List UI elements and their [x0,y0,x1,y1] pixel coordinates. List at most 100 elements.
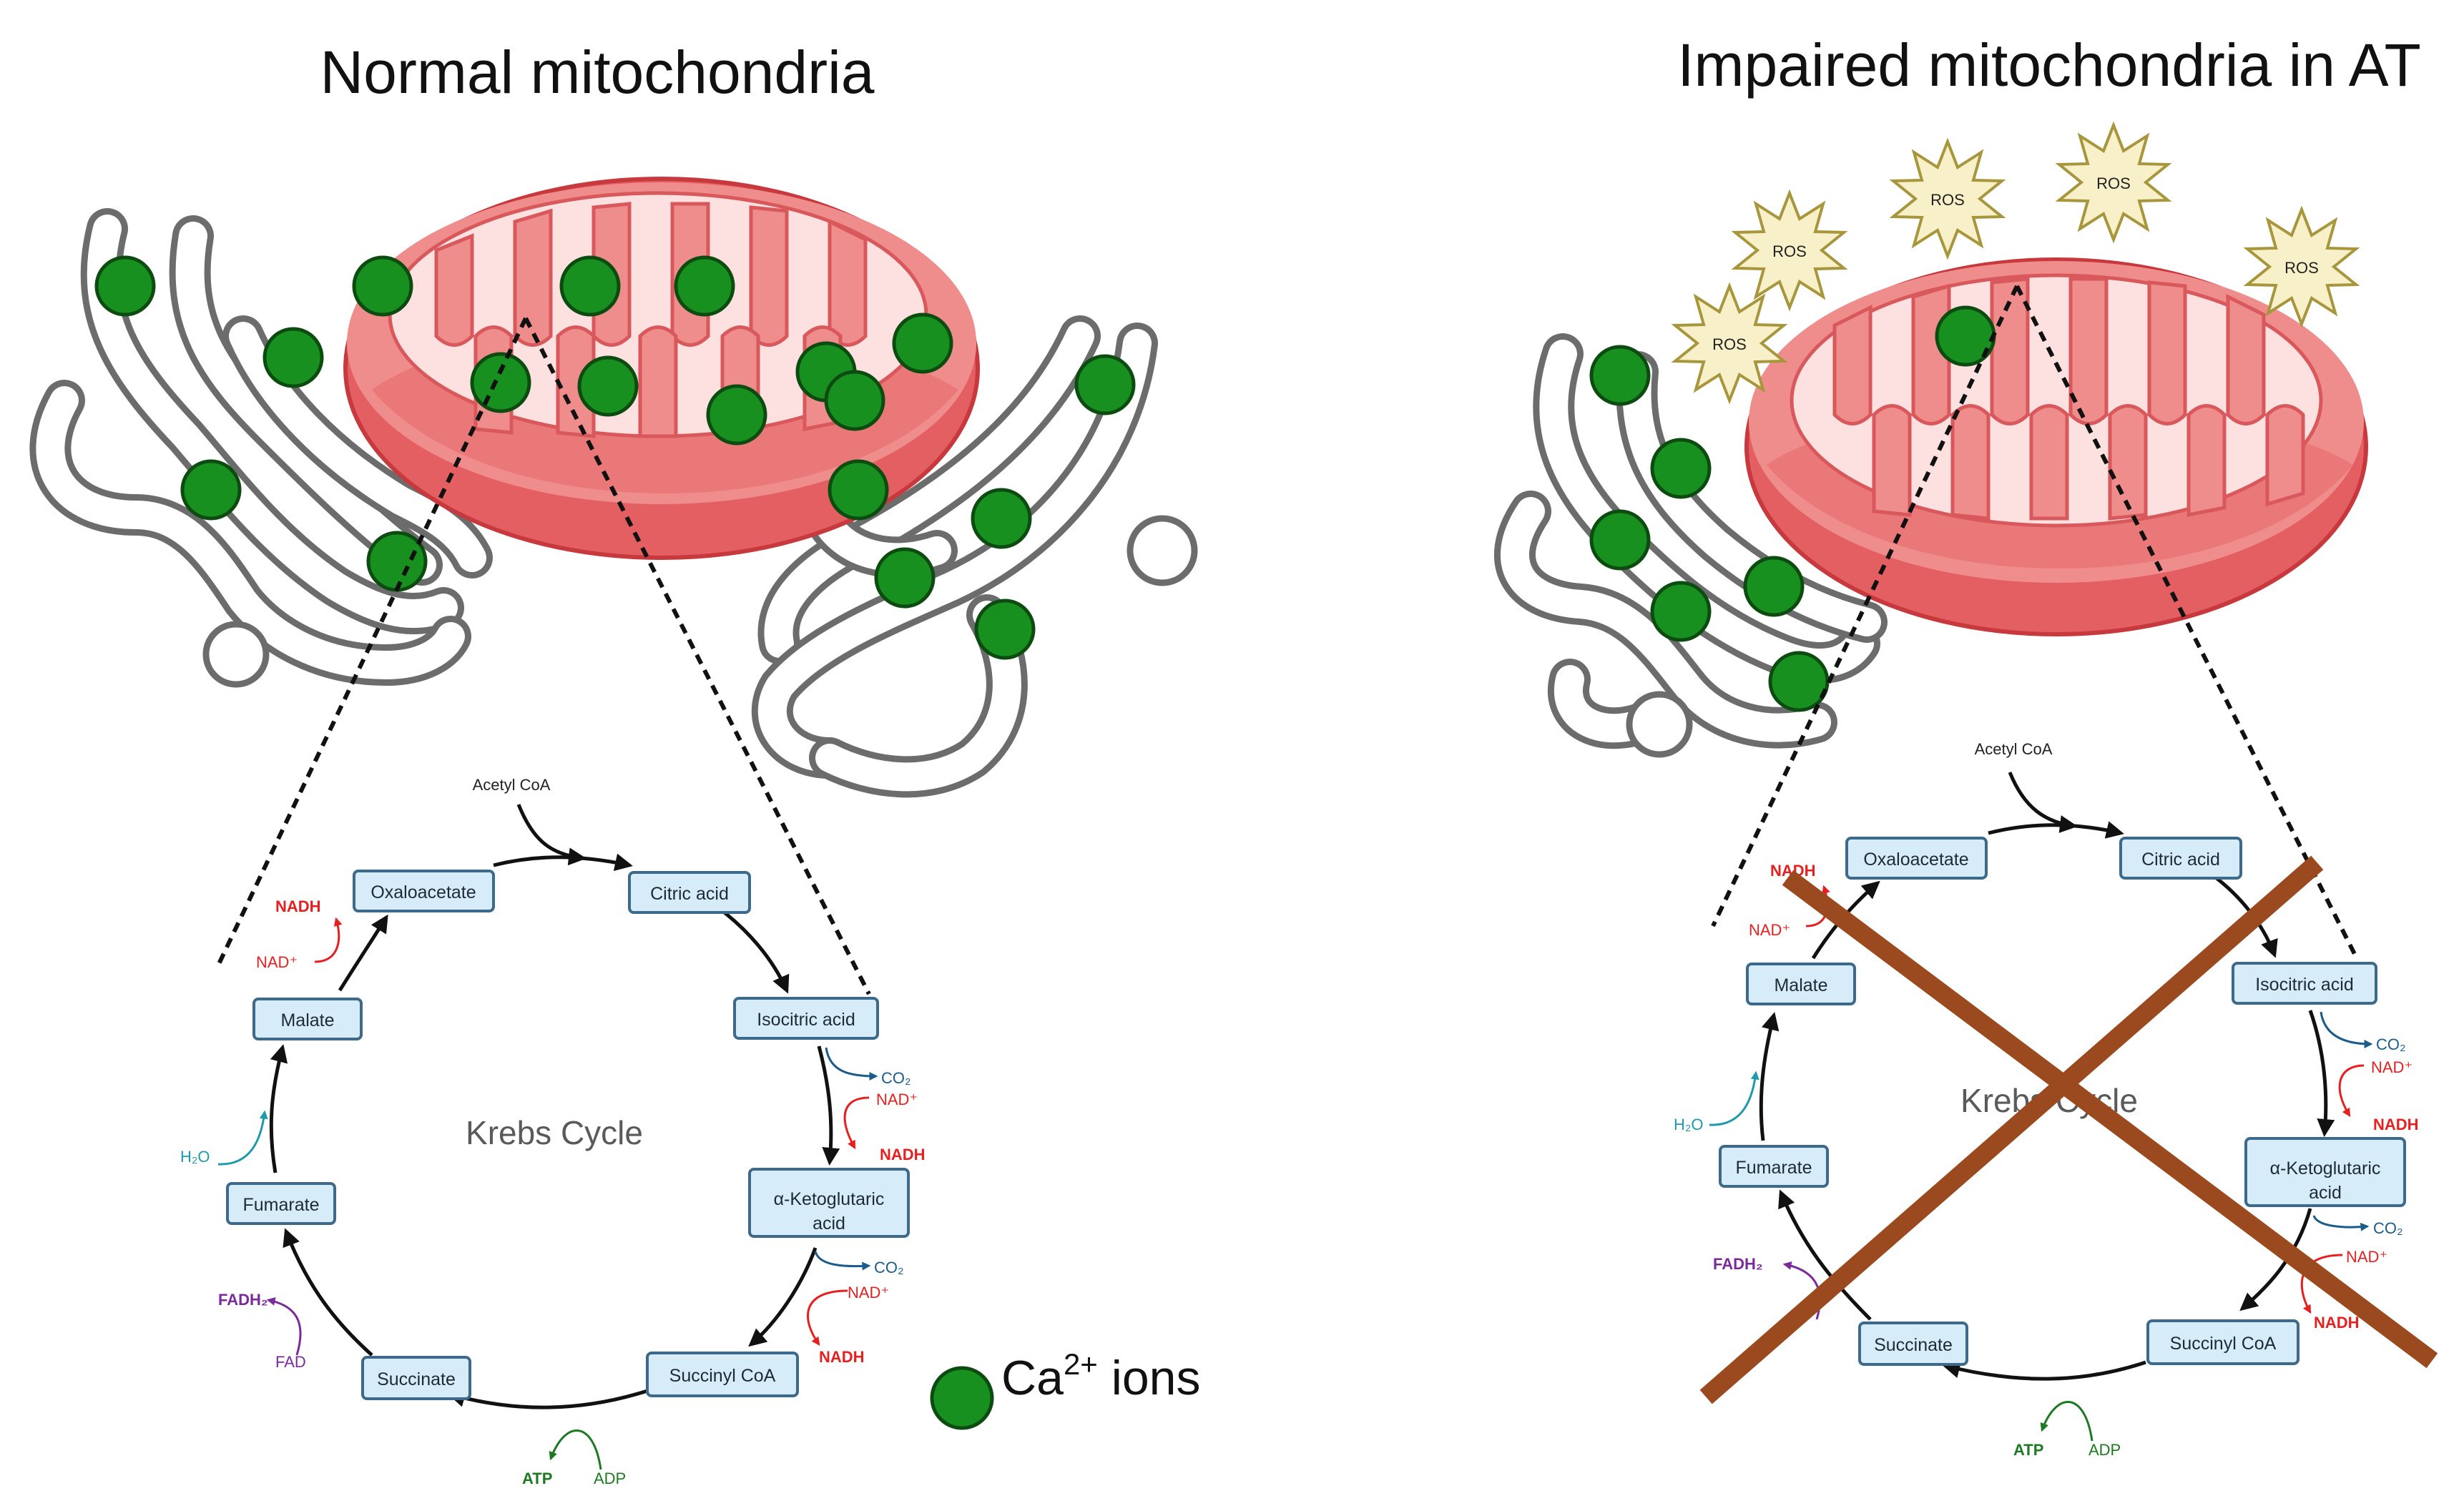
cofactor-atp: ATP [522,1470,552,1487]
krebs-cycle-arrows [1759,772,2335,1381]
calcium-ion [366,531,428,592]
cofactor-nad: NAD⁺ [2371,1058,2413,1076]
zoom-line [1711,285,2019,927]
panel-title: Normal mitochondria [320,39,875,106]
cofactor-arrows [217,917,878,1470]
cofactor-nad: NAD⁺ [1749,921,1790,939]
vesicle [1127,515,1198,586]
vesicle [202,621,270,688]
cofactor-nad: NAD⁺ [2346,1248,2387,1266]
calcium-ions-normal [94,255,1136,660]
ros-label: ROS [1930,191,1965,209]
calcium-ion [1650,581,1712,642]
ros-bursts: ROS ROS ROS ROS ROS [1671,121,2360,405]
calcium-ion [94,255,156,317]
calcium-ion [971,488,1032,549]
node-label: Citric acid [2141,850,2220,870]
panel-title: Impaired mitochondria in AT [1677,31,2421,99]
mitochondrion-impaired [1744,257,2368,636]
node-succinyl-coa: Succinyl CoA [2146,1319,2299,1365]
node-label: Malate [1774,975,1827,995]
ros-burst: ROS [1889,137,2006,260]
ros-label: ROS [1712,335,1747,353]
input-label: Acetyl CoA [1975,740,2053,758]
calcium-ion [824,370,885,431]
calcium-ion [828,459,889,521]
calcium-ion [262,327,324,388]
ros-label: ROS [2284,259,2319,277]
input-label: Acetyl CoA [473,776,551,794]
cofactor-atp: ATP [2013,1441,2043,1459]
calcium-ion [974,599,1036,660]
node-label: Malate [280,1010,334,1030]
zoom-line [524,317,871,995]
legend-calcium-icon [930,1366,994,1430]
cofactor-adp: ADP [594,1470,626,1487]
calcium-ion [674,255,735,317]
calcium-ion [1589,509,1651,571]
calcium-ion [874,547,936,609]
krebs-cycle-arrows [269,804,840,1409]
node-label: Succinyl CoA [2170,1334,2277,1354]
endoplasmic-reticulum-right [751,315,1198,798]
ros-burst: ROS [2243,205,2360,328]
cofactor-fadh2: FADH₂ [1713,1255,1763,1273]
cofactor-nad: NAD⁺ [256,953,298,971]
cofactor-adp: ADP [2088,1441,2121,1459]
ros-burst: ROS [1671,282,1788,405]
node-succinate: Succinate [1858,1322,1968,1366]
cofactor-nad: NAD⁺ [848,1284,889,1301]
cofactor-co2: CO₂ [2376,1035,2406,1053]
endoplasmic-reticulum-left [29,208,493,688]
cycle-blocked-cross-icon [1699,855,2438,1404]
node-fumarate: Fumarate [1719,1145,1829,1188]
calcium-ion [706,384,767,446]
vesicle [1626,691,1693,758]
panel-normal: Normal mitochondria [29,39,1198,1487]
node-label: Fumarate [1736,1158,1812,1178]
calcium-ion [180,459,242,521]
cofactor-h2o: H₂O [1674,1116,1704,1133]
calcium-ions-impaired [1589,305,1996,712]
cofactor-nadh: NADH [880,1146,926,1163]
calcium-ion [1768,651,1830,712]
node-label: Citric acid [650,884,729,904]
calcium-ion [1650,438,1712,499]
ros-label: ROS [2096,174,2131,192]
node-label: Isocitric acid [757,1010,855,1030]
node-label: Succinate [377,1369,456,1389]
ros-label: ROS [1772,242,1807,260]
cofactor-h2o: H₂O [180,1148,210,1166]
node-label: Succinyl CoA [669,1366,776,1386]
cofactor-nad: NAD⁺ [876,1091,918,1108]
ros-burst: ROS [1731,189,1848,312]
zoom-line [2015,285,2359,960]
node-succinyl-coa: Succinyl CoA [646,1352,799,1397]
node-malate: Malate [1746,963,1856,1005]
node-citric-acid: Citric acid [2119,837,2242,880]
node-oxaloacetate: Oxaloacetate [353,870,495,912]
calcium-ion [1074,354,1136,415]
cofactor-co2: CO₂ [881,1069,911,1087]
cofactor-co2: CO₂ [2373,1219,2403,1237]
node-label: Fumarate [243,1195,320,1215]
cycle-label: Krebs Cycle [466,1114,643,1151]
cofactor-nadh: NADH [819,1348,865,1366]
calcium-ion [352,255,413,317]
node-fumarate: Fumarate [226,1182,336,1225]
node-isocitric-acid: Isocitric acid [2232,962,2377,1005]
cofactor-fadh2: FADH₂ [218,1291,268,1309]
cofactor-nadh: NADH [275,897,321,915]
cofactor-nadh: NADH [2314,1314,2360,1332]
ros-burst: ROS [2055,121,2172,244]
node-malate: Malate [252,998,363,1040]
cofactor-fad: FAD [275,1353,306,1371]
node-label: Isocitric acid [2255,975,2354,995]
panel-impaired: Impaired mitochondria in AT [1494,31,2438,1459]
cofactor-co2: CO₂ [874,1259,904,1276]
